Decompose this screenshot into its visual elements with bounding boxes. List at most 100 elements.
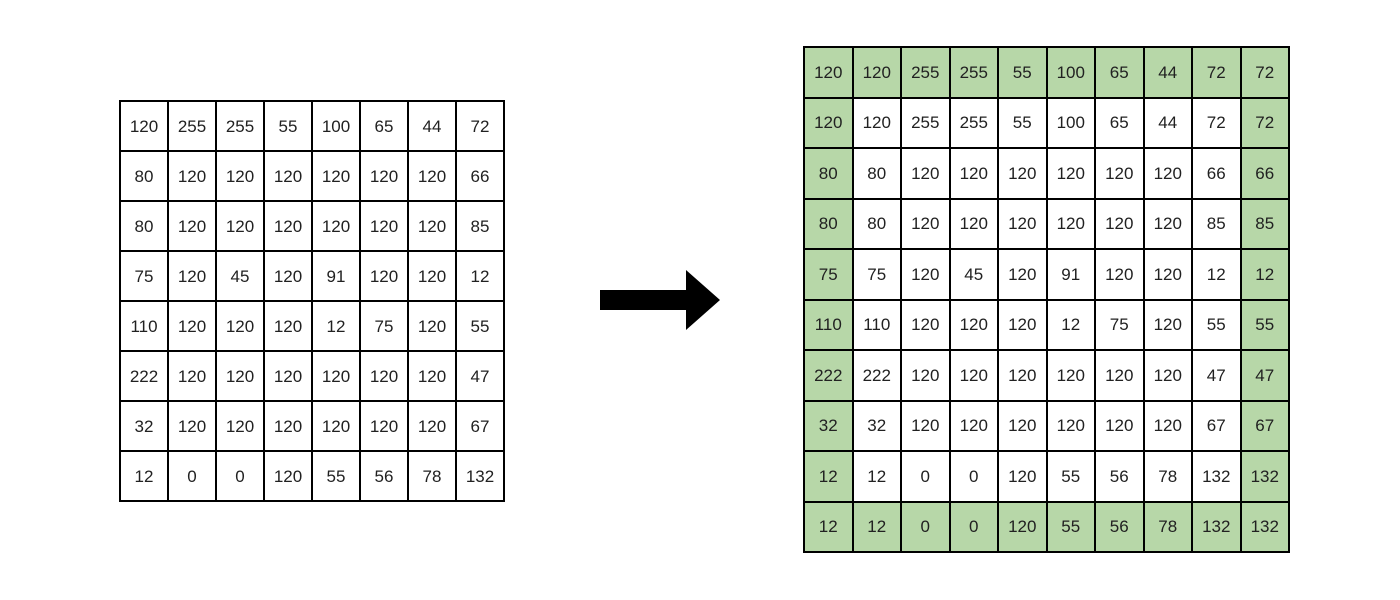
matrix-cell: 120: [167, 150, 217, 202]
right-arrow-icon: [598, 268, 722, 332]
matrix-cell: 120: [1142, 399, 1193, 452]
matrix-cell: 120: [1142, 147, 1193, 200]
matrix-cell: 91: [1045, 248, 1096, 301]
matrix-cell: 85: [455, 200, 505, 252]
matrix-cell: 44: [1142, 96, 1193, 149]
matrix-cell: 12: [851, 450, 902, 503]
matrix-cell: 12: [119, 450, 169, 502]
padded-matrix-cell: 85: [1239, 197, 1290, 250]
matrix-cell: 12: [455, 250, 505, 302]
matrix-cell: 120: [311, 150, 361, 202]
matrix-cell: 120: [215, 150, 265, 202]
matrix-cell: 55: [997, 96, 1048, 149]
padded-matrix-cell: 80: [803, 197, 854, 250]
matrix-cell: 66: [1191, 147, 1242, 200]
matrix-cell: 120: [900, 197, 951, 250]
matrix-cell: 75: [119, 250, 169, 302]
matrix-cell: 120: [1045, 197, 1096, 250]
padded-matrix-cell: 56: [1094, 500, 1145, 553]
matrix-cell: 120: [997, 450, 1048, 503]
padded-matrix-cell: 75: [803, 248, 854, 301]
matrix-cell: 80: [119, 200, 169, 252]
matrix-cell: 0: [900, 450, 951, 503]
padded-matrix-cell: 100: [1045, 46, 1096, 99]
matrix-cell: 80: [119, 150, 169, 202]
padded-matrix-cell: 12: [803, 500, 854, 553]
matrix-cell: 120: [900, 147, 951, 200]
matrix-cell: 120: [407, 250, 457, 302]
matrix-cell: 120: [900, 248, 951, 301]
matrix-cell: 45: [948, 248, 999, 301]
matrix-cell: 120: [167, 200, 217, 252]
matrix-cell: 255: [900, 96, 951, 149]
matrix-cell: 55: [455, 300, 505, 352]
matrix-cell: 32: [119, 400, 169, 452]
matrix-cell: 0: [215, 450, 265, 502]
matrix-cell: 47: [1191, 349, 1242, 402]
matrix-cell: 120: [997, 349, 1048, 402]
padded-matrix-cell: 132: [1191, 500, 1242, 553]
padded-matrix-cell: 72: [1239, 46, 1290, 99]
matrix-cell: 255: [948, 96, 999, 149]
matrix-cell: 55: [311, 450, 361, 502]
matrix-cell: 110: [119, 300, 169, 352]
padded-matrix-cell: 255: [900, 46, 951, 99]
matrix-cell: 45: [215, 250, 265, 302]
matrix-cell: 120: [407, 150, 457, 202]
matrix-cell: 65: [359, 100, 409, 152]
matrix-cell: 72: [455, 100, 505, 152]
matrix-cell: 65: [1094, 96, 1145, 149]
matrix-cell: 55: [1045, 450, 1096, 503]
padded-matrix-cell: 120: [997, 500, 1048, 553]
matrix-cell: 120: [1094, 349, 1145, 402]
padded-matrix-cell: 55: [1239, 298, 1290, 351]
padded-matrix-cell: 132: [1239, 450, 1290, 503]
matrix-cell: 120: [900, 349, 951, 402]
matrix-cell: 120: [948, 399, 999, 452]
matrix-cell: 120: [407, 350, 457, 402]
matrix-cell: 100: [1045, 96, 1096, 149]
matrix-cell: 120: [215, 350, 265, 402]
matrix-cell: 132: [1191, 450, 1242, 503]
matrix-cell: 66: [455, 150, 505, 202]
matrix-cell: 0: [167, 450, 217, 502]
matrix-cell: 222: [119, 350, 169, 402]
matrix-cell: 120: [900, 399, 951, 452]
matrix-cell: 110: [851, 298, 902, 351]
matrix-cell: 120: [997, 197, 1048, 250]
matrix-cell: 120: [263, 250, 313, 302]
matrix-cell: 120: [359, 250, 409, 302]
matrix-cell: 120: [948, 349, 999, 402]
matrix-cell: 120: [1045, 147, 1096, 200]
padded-matrix-cell: 72: [1239, 96, 1290, 149]
padded-matrix-cell: 12: [851, 500, 902, 553]
matrix-cell: 120: [359, 350, 409, 402]
matrix-cell: 120: [167, 250, 217, 302]
padded-matrix-cell: 32: [803, 399, 854, 452]
matrix-cell: 67: [1191, 399, 1242, 452]
padded-matrix-cell: 12: [1239, 248, 1290, 301]
matrix-cell: 100: [311, 100, 361, 152]
matrix-cell: 55: [1191, 298, 1242, 351]
padded-matrix-cell: 72: [1191, 46, 1242, 99]
matrix-cell: 120: [263, 400, 313, 452]
matrix-cell: 78: [1142, 450, 1193, 503]
matrix-cell: 120: [215, 400, 265, 452]
matrix-cell: 120: [215, 200, 265, 252]
matrix-cell: 120: [167, 300, 217, 352]
matrix-cell: 120: [1045, 349, 1096, 402]
matrix-cell: 120: [263, 150, 313, 202]
matrix-cell: 120: [215, 300, 265, 352]
padded-matrix-cell: 78: [1142, 500, 1193, 553]
